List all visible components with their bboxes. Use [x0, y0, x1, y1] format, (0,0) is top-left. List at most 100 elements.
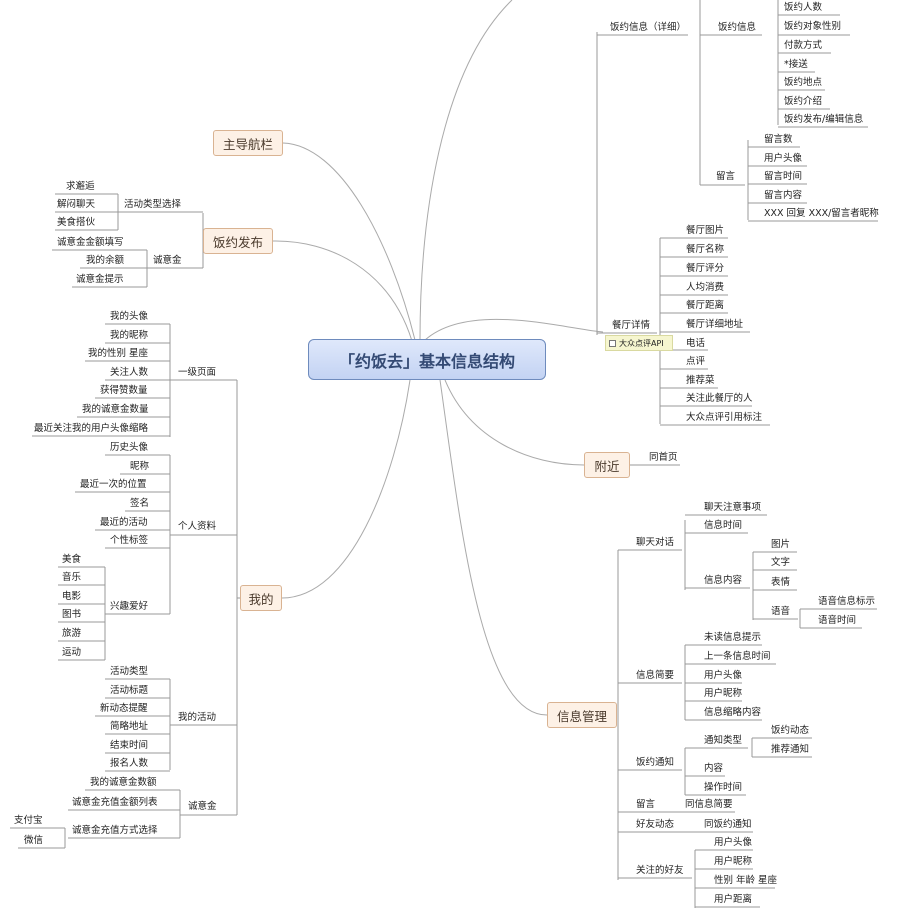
node-label[interactable]: 信息简要	[636, 670, 675, 681]
node-label[interactable]: 表情	[771, 577, 791, 588]
node-label[interactable]: 我的诚意金数量	[82, 404, 149, 415]
node-label[interactable]: 签名	[130, 498, 150, 509]
node-label[interactable]: 饭约介绍	[784, 96, 823, 107]
node-label[interactable]: 诚意金	[188, 801, 217, 812]
node-label[interactable]: 一级页面	[178, 367, 217, 378]
node-label[interactable]: 操作时间	[704, 782, 743, 793]
node-label[interactable]: 个性标签	[110, 535, 149, 546]
node-label[interactable]: 付款方式	[784, 40, 823, 51]
node-label[interactable]: 饭约人数	[784, 2, 823, 13]
node-label[interactable]: 餐厅评分	[686, 263, 725, 274]
node-label[interactable]: 最近关注我的用户头像缩略	[34, 423, 149, 434]
node-label[interactable]: 推荐菜	[686, 375, 715, 386]
node-label[interactable]: 饭约动态	[771, 725, 810, 736]
node-label[interactable]: 聊天对话	[636, 537, 675, 548]
node-label[interactable]: 诚意金提示	[76, 274, 124, 285]
node-label[interactable]: *接送	[784, 59, 808, 70]
node-label[interactable]: 餐厅详情	[612, 320, 651, 331]
node-label[interactable]: 微信	[24, 835, 44, 846]
node-label[interactable]: 我的性别 星座	[88, 348, 149, 359]
node-label[interactable]: 用户昵称	[704, 688, 743, 699]
node-label[interactable]: 留言	[716, 171, 736, 182]
node-label[interactable]: 好友动态	[636, 819, 675, 830]
node-label[interactable]: 最近一次的位置	[80, 479, 147, 490]
node-label[interactable]: 饭约通知	[636, 757, 675, 768]
node-label[interactable]: 用户头像	[714, 837, 753, 848]
node-label[interactable]: 餐厅图片	[686, 225, 725, 236]
node-label[interactable]: 诚意金	[153, 255, 182, 266]
node-label[interactable]: 用户头像	[704, 670, 743, 681]
node-label[interactable]: 人均消费	[686, 282, 725, 293]
node-label[interactable]: 点评	[686, 356, 706, 367]
node-label[interactable]: 求邂逅	[66, 181, 95, 192]
node-label[interactable]: 兴趣爱好	[110, 601, 149, 612]
node-label[interactable]: 同首页	[649, 452, 678, 463]
node-label[interactable]: 大众点评引用标注	[686, 412, 763, 423]
node-label[interactable]: 历史头像	[110, 442, 149, 453]
node-label[interactable]: 美食	[62, 554, 82, 565]
node-label[interactable]: 留言数	[764, 134, 793, 145]
node-label[interactable]: 报名人数	[110, 758, 149, 769]
node-label[interactable]: 信息时间	[704, 520, 743, 531]
node-label[interactable]: 饭约对象性别	[784, 21, 842, 32]
node-label[interactable]: 性别 年龄 星座	[714, 875, 778, 886]
node-label[interactable]: 用户距离	[714, 894, 753, 905]
node-label[interactable]: 简略地址	[110, 721, 149, 732]
node-label[interactable]: 音乐	[62, 572, 82, 583]
node-label[interactable]: 关注人数	[110, 367, 149, 378]
node-label[interactable]: 语音	[771, 606, 791, 617]
node-label[interactable]: 旅游	[62, 628, 82, 639]
node-publish[interactable]: 饭约发布	[203, 228, 273, 254]
node-label[interactable]: 活动类型选择	[124, 199, 182, 210]
node-label[interactable]: 饭约地点	[784, 77, 823, 88]
node-nearby[interactable]: 附近	[584, 452, 630, 478]
node-label[interactable]: 语音时间	[818, 615, 857, 626]
node-label[interactable]: 昵称	[130, 461, 150, 472]
node-label[interactable]: 活动类型	[110, 666, 149, 677]
node-label[interactable]: 最近的活动	[100, 517, 148, 528]
node-label[interactable]: 运动	[62, 647, 82, 658]
node-label[interactable]: 诚意金充值方式选择	[72, 825, 158, 836]
node-label[interactable]: 上一条信息时间	[704, 651, 771, 662]
node-label[interactable]: 我的余额	[86, 255, 125, 266]
node-label[interactable]: XXX 回复 XXX/留言者昵称	[764, 208, 879, 219]
node-label[interactable]: 关注的好友	[636, 865, 684, 876]
node-main-nav[interactable]: 主导航栏	[213, 130, 283, 156]
node-label[interactable]: 诚意金充值金额列表	[72, 797, 158, 808]
node-label[interactable]: 同信息简要	[685, 799, 733, 810]
node-label[interactable]: 新动态提醒	[100, 703, 148, 714]
node-label[interactable]: 关注此餐厅的人	[686, 393, 753, 404]
node-label[interactable]: 信息内容	[704, 575, 743, 586]
node-label[interactable]: 用户昵称	[714, 856, 753, 867]
node-label[interactable]: 我的诚意金数额	[90, 777, 157, 788]
node-label[interactable]: 电话	[686, 338, 706, 349]
node-label[interactable]: 获得赞数量	[100, 385, 148, 396]
node-label[interactable]: 通知类型	[704, 735, 743, 746]
node-label[interactable]: 图书	[62, 609, 82, 620]
node-label[interactable]: 留言内容	[764, 190, 803, 201]
node-label[interactable]: 饭约发布/编辑信息	[784, 114, 864, 125]
node-label[interactable]: 诚意金金额填写	[57, 237, 124, 248]
node-label[interactable]: 饭约信息	[718, 22, 757, 33]
node-label[interactable]: 我的昵称	[110, 330, 149, 341]
node-label[interactable]: 同饭约通知	[704, 819, 752, 830]
node-label[interactable]: 电影	[62, 591, 82, 602]
node-label[interactable]: 餐厅距离	[686, 300, 725, 311]
node-label[interactable]: 美食搭伙	[57, 217, 96, 228]
node-label[interactable]: 我的活动	[178, 712, 217, 723]
node-label[interactable]: 未读信息提示	[704, 632, 762, 643]
node-label[interactable]: 结束时间	[110, 740, 149, 751]
node-mine[interactable]: 我的	[240, 585, 282, 611]
node-label[interactable]: 饭约信息（详细）	[610, 22, 687, 33]
node-label[interactable]: 餐厅名称	[686, 244, 725, 255]
node-label[interactable]: 解闷聊天	[57, 199, 96, 210]
node-label[interactable]: 信息缩略内容	[704, 707, 762, 718]
node-label[interactable]: 餐厅详细地址	[686, 319, 744, 330]
node-label[interactable]: 留言	[636, 799, 656, 810]
node-message[interactable]: 信息管理	[547, 702, 617, 728]
node-label[interactable]: 个人资料	[178, 521, 217, 532]
root-node[interactable]: 「约饭去」基本信息结构	[308, 339, 546, 380]
node-label[interactable]: 留言时间	[764, 171, 803, 182]
node-label[interactable]: 用户头像	[764, 153, 803, 164]
node-label[interactable]: 我的头像	[110, 311, 149, 322]
